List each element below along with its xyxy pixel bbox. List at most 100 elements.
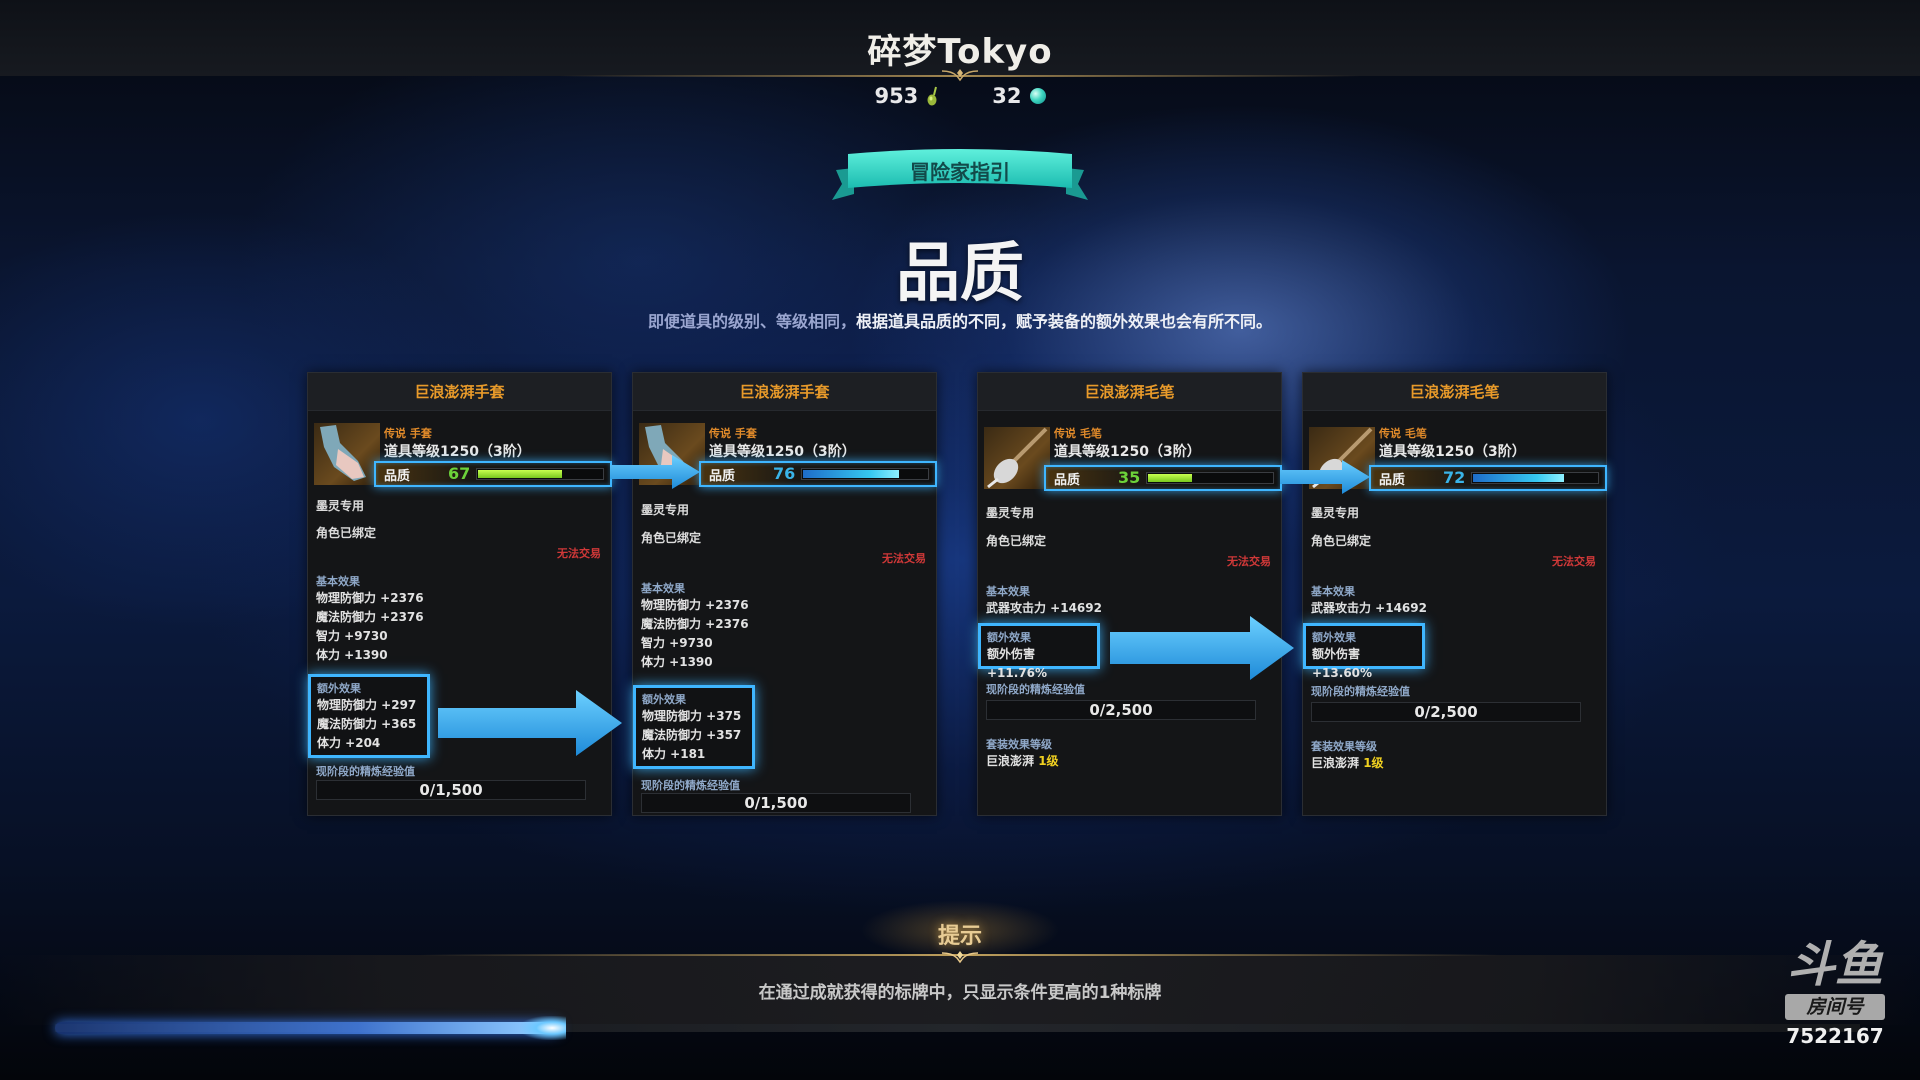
extra-stat: 额外伤害 +13.60% (1312, 647, 1373, 680)
set-effect-title: 套装效果等级 (1311, 740, 1377, 753)
item-type: 传说 毛笔 (1379, 427, 1427, 440)
base-stat: 智力 +9730 (316, 629, 388, 643)
item-type: 传说 毛笔 (1054, 427, 1102, 440)
item-level: 道具等级1250（3阶） (384, 444, 531, 460)
gem-icon (1029, 88, 1046, 104)
quality-fill (803, 470, 899, 478)
refine-exp-label: 现阶段的精炼经验值 (316, 765, 415, 778)
set-effect-title: 套装效果等级 (986, 738, 1052, 751)
douyu-watermark: 斗鱼 房间号 7522167 (1780, 940, 1890, 1048)
loading-track (55, 1024, 1860, 1032)
quality-track (1146, 472, 1274, 484)
hint-panel (0, 955, 1920, 1025)
base-stat: 武器攻击力 +14692 (1311, 601, 1427, 615)
hint-glow (860, 900, 1060, 960)
extra-stat: 体力 +181 (642, 747, 706, 761)
refine-exp-label: 现阶段的精炼经验值 (986, 683, 1085, 696)
quality-label: 品质 (1054, 473, 1081, 488)
refine-exp-label: 现阶段的精炼经验值 (641, 779, 740, 792)
quality-fill (478, 470, 563, 478)
quality-track (1471, 472, 1599, 484)
base-stat: 武器攻击力 +14692 (986, 601, 1102, 615)
loading-progress (55, 1022, 560, 1034)
no-trade-label: 无法交易 (557, 547, 601, 560)
leaf-coin-icon (927, 86, 938, 106)
guide-banner: 冒险家指引 (830, 148, 1090, 208)
base-effects-title: 基本效果 (316, 575, 360, 588)
extra-effects-title: 额外效果 (987, 631, 1031, 644)
quality-track (801, 468, 929, 480)
room-badge: 房间号 (1785, 994, 1885, 1020)
subtitle-muted: 即便道具的级别、等级相同， (647, 312, 856, 331)
extra-stat: 魔法防御力 +357 (642, 728, 742, 742)
extra-stat: 物理防御力 +297 (317, 698, 417, 712)
item-binding: 角色已绑定 (986, 534, 1047, 548)
base-effects-title: 基本效果 (641, 582, 685, 595)
guide-subtitle: 即便道具的级别、等级相同，根据道具品质的不同，赋予装备的额外效果也会有所不同。 (0, 308, 1920, 332)
room-id: 7522167 (1786, 1024, 1884, 1048)
quality-value: 72 (1443, 468, 1466, 487)
set-name: 巨浪澎湃 (986, 754, 1035, 768)
currency-gem: 32 (992, 84, 1046, 108)
quality-label: 品质 (384, 469, 411, 484)
base-stat: 魔法防御力 +2376 (316, 610, 424, 624)
base-stat: 物理防御力 +2376 (641, 598, 749, 612)
no-trade-label: 无法交易 (1552, 555, 1596, 568)
quality-bar: 品质 72 (1369, 465, 1607, 491)
gloves-icon (314, 423, 380, 485)
extra-effects-box: 额外效果 额外伤害 +11.76% (978, 623, 1100, 680)
item-card-brush-after: 巨浪澎湃毛笔 传说 毛笔 道具等级1250（3阶） 品质 72 墨灵专用 角色已… (1302, 372, 1607, 816)
set-effect: 巨浪澎湃 1级 (986, 752, 1059, 771)
refine-exp-bar: 0/1,500 (641, 793, 911, 813)
item-type: 传说 手套 (709, 427, 757, 440)
item-restriction: 墨灵专用 (1311, 506, 1360, 520)
quality-label: 品质 (1379, 473, 1406, 488)
item-name: 巨浪澎湃毛笔 (978, 373, 1281, 411)
extra-effects-title: 额外效果 (317, 682, 361, 695)
refine-exp-label: 现阶段的精炼经验值 (1311, 685, 1410, 698)
top-bar (0, 0, 1920, 76)
item-level: 道具等级1250（3阶） (1054, 444, 1201, 460)
header-ornament-icon (941, 69, 979, 82)
refine-exp-bar: 0/2,500 (986, 700, 1256, 720)
item-binding: 角色已绑定 (1311, 534, 1372, 548)
item-name: 巨浪澎湃手套 (633, 373, 936, 411)
base-effects-title: 基本效果 (986, 585, 1030, 598)
refine-exp-bar: 0/1,500 (316, 780, 586, 800)
brush-icon (984, 427, 1050, 489)
extra-effects-title: 额外效果 (1312, 631, 1356, 644)
quality-track (476, 468, 604, 480)
item-restriction: 墨灵专用 (641, 503, 690, 517)
base-stat: 魔法防御力 +2376 (641, 617, 749, 631)
item-name: 巨浪澎湃毛笔 (1303, 373, 1606, 411)
quality-bar: 品质 35 (1044, 465, 1282, 491)
extra-stat: 物理防御力 +375 (642, 709, 742, 723)
currency-amount: 953 (874, 84, 919, 108)
quality-fill (1148, 474, 1193, 482)
hint-ornament-icon (941, 951, 979, 964)
item-restriction: 墨灵专用 (316, 499, 365, 513)
ribbon-icon (832, 149, 1088, 200)
base-stat: 体力 +1390 (316, 648, 388, 662)
extra-stat: 体力 +204 (317, 736, 381, 750)
loading-spark-icon (520, 1016, 566, 1040)
extra-stat: 魔法防御力 +365 (317, 717, 417, 731)
subtitle-strong: 根据道具品质的不同，赋予装备的额外效果也会有所不同。 (856, 312, 1273, 331)
item-card-brush-before: 巨浪澎湃毛笔 传说 毛笔 道具等级1250（3阶） 品质 35 墨灵专用 角色已… (977, 372, 1282, 816)
quality-fill (1473, 474, 1564, 482)
arrow-right-icon (438, 690, 622, 756)
item-restriction: 墨灵专用 (986, 506, 1035, 520)
currency-amount: 32 (992, 84, 1022, 108)
set-level: 1级 (1363, 756, 1384, 770)
quality-value: 67 (448, 464, 471, 483)
item-card-gloves-before: 巨浪澎湃手套 传说 手套 道具等级1250（3阶） 品质 67 墨灵专用 角色已… (307, 372, 612, 816)
no-trade-label: 无法交易 (882, 552, 926, 565)
douyu-logo: 斗鱼 (1786, 937, 1883, 993)
base-stat: 智力 +9730 (641, 636, 713, 650)
item-card-gloves-after: 巨浪澎湃手套 传说 手套 道具等级1250（3阶） 品质 76 墨灵专用 角色已… (632, 372, 937, 816)
base-stat: 体力 +1390 (641, 655, 713, 669)
page-title: 品质 (896, 237, 1024, 311)
quality-value: 76 (773, 464, 796, 483)
quality-bar: 品质 76 (699, 461, 937, 487)
base-stat: 物理防御力 +2376 (316, 591, 424, 605)
